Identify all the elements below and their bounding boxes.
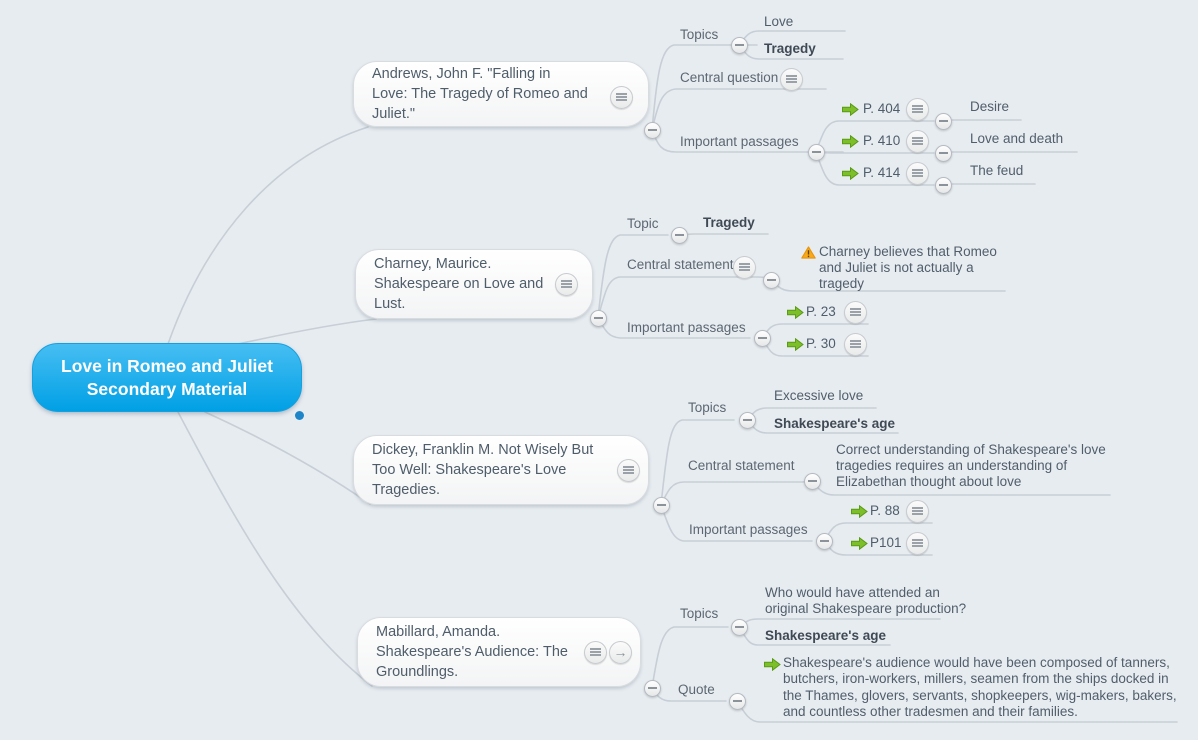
- notes-icon[interactable]: [844, 333, 867, 356]
- passage-p404[interactable]: P. 404: [863, 101, 901, 116]
- topic-tragedy[interactable]: Tragedy: [703, 215, 755, 230]
- topics-label[interactable]: Topics: [688, 400, 727, 415]
- root-topic-label: Love in Romeo and Juliet Secondary Mater…: [61, 355, 273, 399]
- green-arrow-icon: [851, 537, 868, 550]
- notes-icon[interactable]: [844, 301, 867, 324]
- andrews-source-node[interactable]: Andrews, John F. "Falling in Love: The T…: [353, 61, 649, 127]
- collapse-button[interactable]: [644, 122, 661, 139]
- notes-icon[interactable]: [906, 130, 929, 153]
- central-statement-note[interactable]: Charney believes that Romeo and Juliet i…: [819, 244, 997, 291]
- link-icon[interactable]: [609, 641, 632, 664]
- passage-note-desire[interactable]: Desire: [970, 99, 1010, 114]
- notes-icon[interactable]: [906, 162, 929, 185]
- andrews-source-label: Andrews, John F. "Falling in Love: The T…: [372, 66, 588, 122]
- green-arrow-icon: [851, 505, 868, 518]
- notes-icon[interactable]: [733, 256, 756, 279]
- green-arrow-icon: [842, 135, 859, 148]
- mabillard-source-label: Mabillard, Amanda. Shakespeare's Audienc…: [376, 624, 568, 680]
- collapse-button[interactable]: [935, 177, 952, 194]
- collapse-button[interactable]: [816, 533, 833, 550]
- collapse-button[interactable]: [671, 227, 688, 244]
- passage-p30[interactable]: P. 30: [806, 336, 836, 351]
- notes-icon[interactable]: [780, 68, 803, 91]
- topics-label[interactable]: Topics: [680, 606, 719, 621]
- important-passages-label[interactable]: Important passages: [689, 522, 808, 537]
- notes-icon[interactable]: [906, 500, 929, 523]
- collapse-button[interactable]: [763, 272, 780, 289]
- root-topic-node[interactable]: Love in Romeo and Juliet Secondary Mater…: [32, 343, 302, 412]
- collapse-button[interactable]: [653, 497, 670, 514]
- green-arrow-icon: [842, 103, 859, 116]
- dickey-source-label: Dickey, Franklin M. Not Wisely But Too W…: [372, 442, 594, 498]
- important-passages-label[interactable]: Important passages: [627, 320, 746, 335]
- topic-love[interactable]: Love: [764, 14, 794, 29]
- passage-p88[interactable]: P. 88: [870, 503, 900, 518]
- green-arrow-icon: [764, 658, 781, 671]
- collapse-button[interactable]: [644, 680, 661, 697]
- notes-icon[interactable]: [906, 98, 929, 121]
- warning-icon: [801, 246, 816, 259]
- notes-icon[interactable]: [610, 86, 633, 109]
- collapse-button[interactable]: [739, 412, 756, 429]
- topic-label[interactable]: Topic: [627, 216, 659, 231]
- collapse-button[interactable]: [731, 619, 748, 636]
- central-statement-label[interactable]: Central statement: [627, 257, 734, 272]
- important-passages-label[interactable]: Important passages: [680, 134, 799, 149]
- charney-source-label: Charney, Maurice. Shakespeare on Love an…: [374, 256, 544, 312]
- topic-shakespeares-age[interactable]: Shakespeare's age: [774, 416, 896, 431]
- topics-label[interactable]: Topics: [680, 27, 719, 42]
- dickey-source-node[interactable]: Dickey, Franklin M. Not Wisely But Too W…: [353, 435, 649, 505]
- root-connector-dot[interactable]: [295, 411, 304, 420]
- notes-icon[interactable]: [555, 273, 578, 296]
- collapse-button[interactable]: [935, 145, 952, 162]
- charney-source-node[interactable]: Charney, Maurice. Shakespeare on Love an…: [355, 249, 593, 319]
- topic-excessive-love[interactable]: Excessive love: [774, 388, 864, 403]
- quote-note[interactable]: Shakespeare's audience would have been c…: [783, 655, 1177, 719]
- collapse-button[interactable]: [804, 473, 821, 490]
- central-question-label[interactable]: Central question: [680, 70, 779, 85]
- passage-p410[interactable]: P. 410: [863, 133, 901, 148]
- passage-p101[interactable]: P101: [870, 535, 902, 550]
- collapse-button[interactable]: [731, 37, 748, 54]
- topic-shakespeares-age[interactable]: Shakespeare's age: [765, 628, 887, 643]
- green-arrow-icon: [787, 306, 804, 319]
- quote-label[interactable]: Quote: [678, 682, 715, 697]
- passage-p414[interactable]: P. 414: [863, 165, 901, 180]
- green-arrow-icon: [787, 338, 804, 351]
- central-statement-label[interactable]: Central statement: [688, 458, 795, 473]
- notes-icon[interactable]: [617, 459, 640, 482]
- notes-icon[interactable]: [906, 532, 929, 555]
- topic-tragedy[interactable]: Tragedy: [764, 41, 816, 56]
- passage-p23[interactable]: P. 23: [806, 304, 836, 319]
- collapse-button[interactable]: [754, 330, 771, 347]
- collapse-button[interactable]: [729, 693, 746, 710]
- notes-icon[interactable]: [584, 641, 607, 664]
- central-statement-note[interactable]: Correct understanding of Shakespeare's l…: [836, 442, 1106, 489]
- collapse-button[interactable]: [935, 113, 952, 130]
- green-arrow-icon: [842, 167, 859, 180]
- passage-note-love-and-death[interactable]: Love and death: [970, 131, 1064, 146]
- collapse-button[interactable]: [590, 310, 607, 327]
- topic-who-attended[interactable]: Who would have attended an original Shak…: [765, 585, 967, 616]
- passage-note-the-feud[interactable]: The feud: [970, 163, 1024, 178]
- collapse-button[interactable]: [808, 144, 825, 161]
